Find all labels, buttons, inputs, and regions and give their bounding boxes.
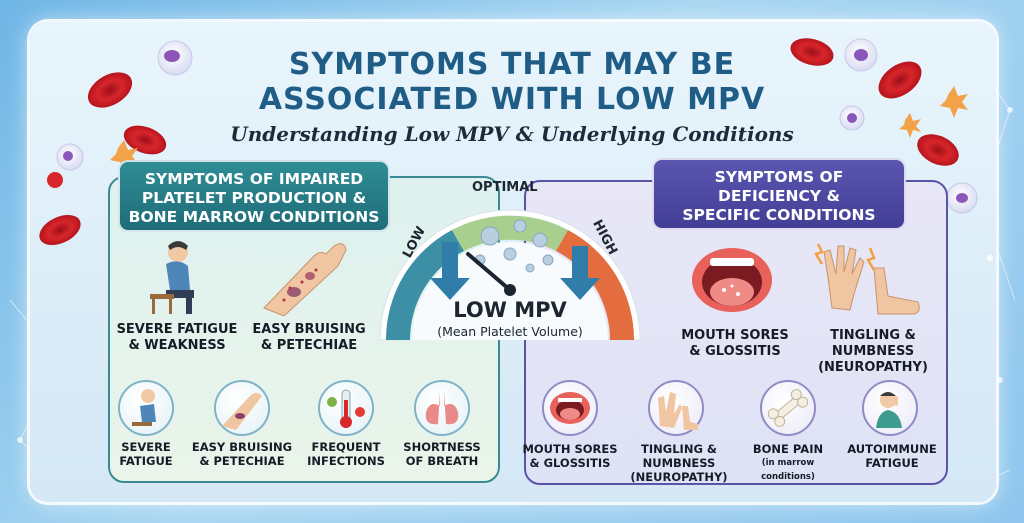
right-item-label-1: MOUTH SORES& GLOSSITIS — [522, 442, 618, 470]
right-item-circle-1 — [542, 380, 598, 436]
left-item-circle-4 — [414, 380, 470, 436]
left-featured-label-1: SEVERE FATIGUE& WEAKNESS — [116, 322, 238, 353]
bruised-arm-icon — [263, 243, 347, 316]
right-section-header: SYMPTOMS OF DEFICIENCY & SPECIFIC CONDIT… — [652, 158, 906, 230]
bone-icon — [767, 389, 809, 427]
gauge-label-optimal: OPTIMAL — [472, 180, 538, 195]
tired-person-icon — [876, 392, 902, 428]
right-featured-label-1: MOUTH SORES& GLOSSITIS — [681, 328, 789, 359]
gauge-needle — [466, 252, 512, 292]
hand-foot-tingling-icon — [658, 392, 698, 430]
left-item-circle-1 — [118, 380, 174, 436]
left-item-circle-3 — [318, 380, 374, 436]
gauge-main-label: LOW MPV — [453, 298, 567, 322]
down-arrow-left-icon — [430, 242, 470, 300]
right-item-label-2: TINGLING & NUMBNESS(NEUROPATHY) — [630, 442, 728, 484]
left-featured-label-2: EASY BRUISING& PETECHIAE — [252, 322, 366, 353]
gauge-sub-label: (Mean Platelet Volume) — [437, 324, 583, 339]
lungs-icon — [425, 392, 459, 425]
subtitle: Understanding Low MPV & Underlying Condi… — [230, 122, 794, 146]
open-mouth-icon — [692, 248, 772, 312]
right-featured-label-2: TINGLING & NUMBNESS(NEUROPATHY) — [818, 328, 928, 375]
bruised-arm-icon — [222, 393, 262, 430]
right-item-circle-4 — [862, 380, 918, 436]
down-arrow-right-icon — [560, 246, 600, 300]
left-item-circle-2 — [214, 380, 270, 436]
fatigued-person-icon — [150, 241, 194, 314]
right-item-label-3: BONE PAIN (in marrow conditions) — [752, 442, 824, 482]
open-mouth-icon — [550, 392, 590, 424]
left-section-header: SYMPTOMS OF IMPAIRED PLATELET PRODUCTION… — [118, 160, 390, 232]
mpv-gauge: LOW OPTIMAL HIGH LOW MPV (Mean Platelet … — [360, 150, 660, 360]
title-line-1: SYMPTOMS THAT MAY BE — [288, 47, 736, 82]
left-item-label-2: EASY BRUISING& PETECHIAE — [191, 440, 293, 468]
right-item-circle-2 — [648, 380, 704, 436]
right-item-circle-3 — [760, 380, 816, 436]
title-line-2: ASSOCIATED WITH LOW MPV — [258, 82, 766, 117]
fatigued-person-icon — [132, 389, 156, 426]
thermometer-germs-icon — [327, 389, 365, 428]
hand-foot-tingling-icon — [814, 243, 920, 315]
